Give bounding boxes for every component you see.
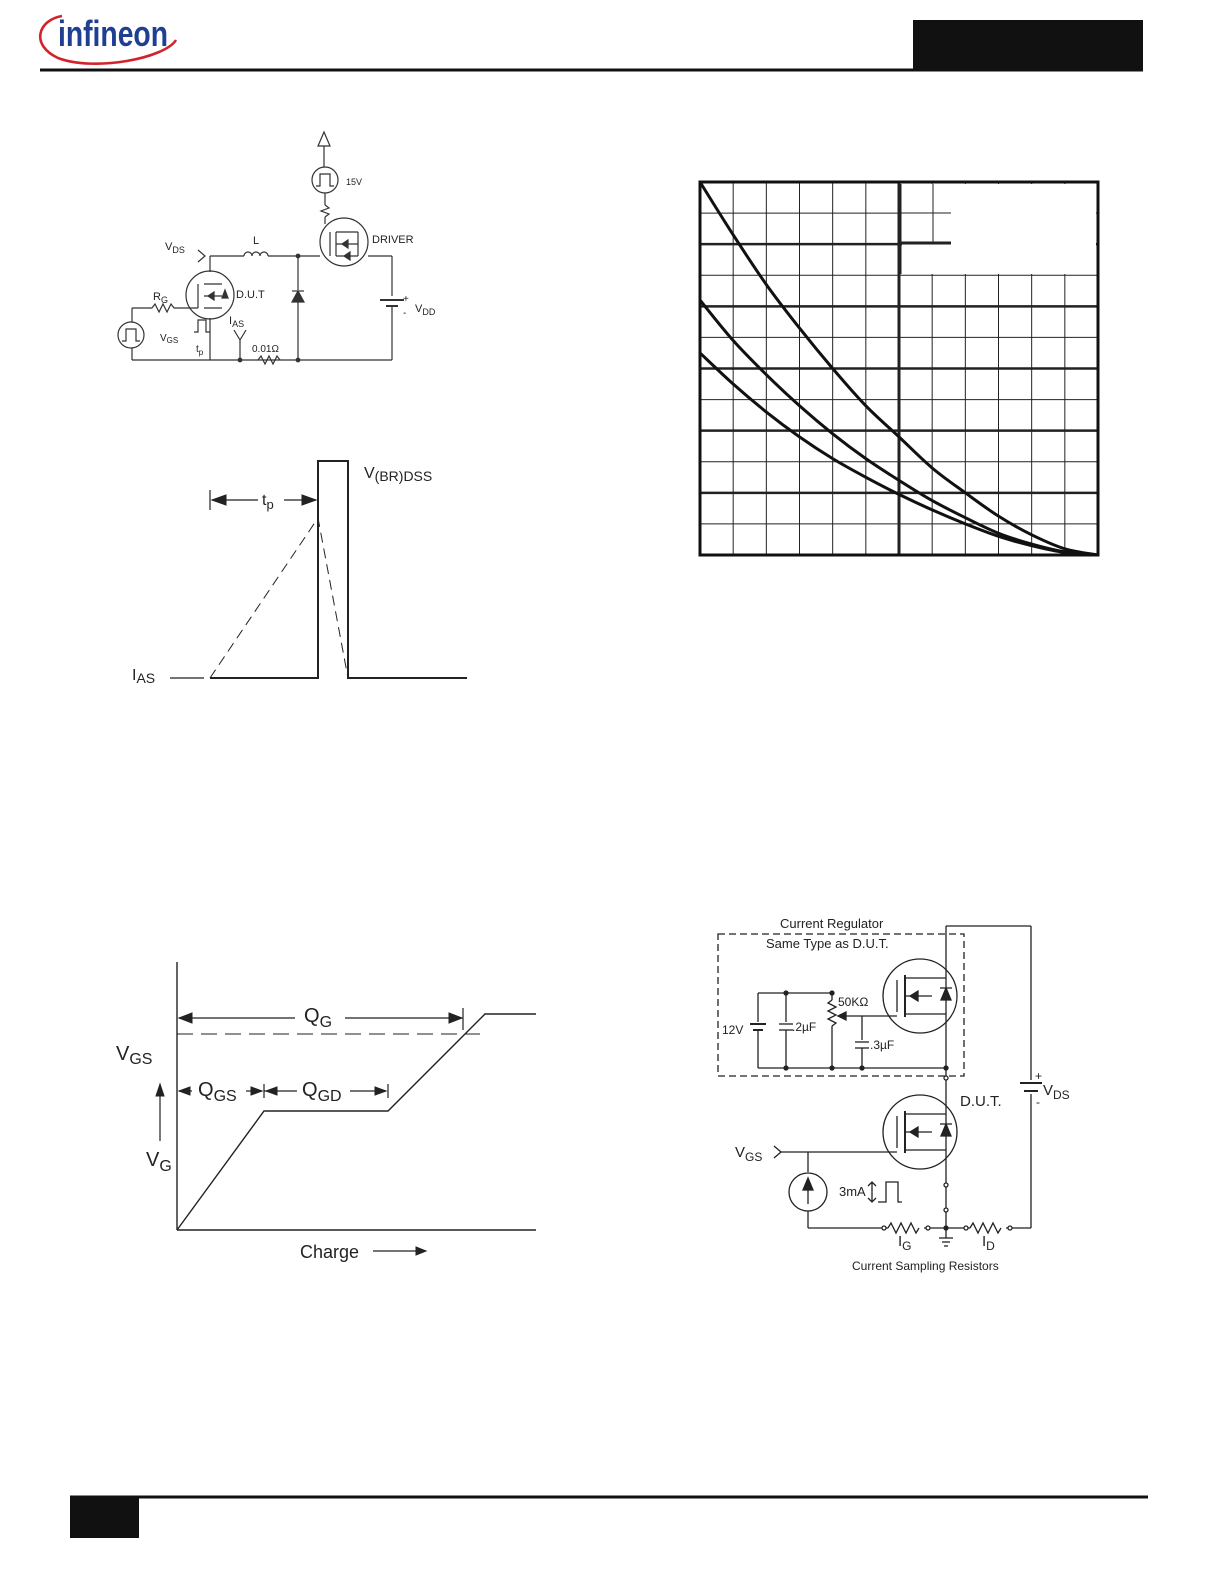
inductor-l: [243, 251, 269, 257]
energy-chart: [698, 180, 1100, 557]
vdd-label: VDD: [415, 303, 436, 317]
id-sampling-resistor: [969, 1221, 1002, 1235]
vg-trace: [176, 1013, 536, 1231]
gate-charge-test-circuit: [717, 925, 1042, 1247]
page-number-box: [70, 1497, 139, 1538]
vgs-wave-label: VGS: [116, 1043, 152, 1068]
current-3ma-label: 3mA: [839, 1184, 866, 1199]
regulator-title: Current Regulator: [780, 916, 884, 931]
sampling-resistors-caption: Current Sampling Resistors: [852, 1259, 999, 1273]
gate-resistor-rg: [151, 302, 175, 314]
chart-frame: [698, 180, 1100, 557]
vgs-gc-label: VGS: [735, 1144, 762, 1164]
tp-label: tp: [196, 344, 204, 357]
driver-mosfet: [319, 217, 369, 267]
vds-label: VDS: [165, 241, 185, 255]
qgd-label: QGD: [302, 1079, 342, 1105]
gate-charge-waveform-labels: QG VGS QGS QGD VG Charge: [116, 1005, 359, 1262]
infineon-logo: infineon: [39, 13, 178, 65]
avalanche-waveform-labels: V(BR)DSS tp IAS: [132, 465, 432, 686]
logo-text: infineon: [58, 13, 168, 54]
vdd-plus: +: [403, 294, 409, 305]
chart-series-line-2: [698, 299, 1099, 557]
avalanche-test-circuit: [117, 130, 404, 366]
chart-series-line-3: [698, 351, 1099, 557]
cap-03uf-label: .3µF: [870, 1038, 894, 1052]
shunt-resistor: [257, 354, 281, 366]
dut-label: D.U.T: [236, 289, 265, 301]
vgs-label: VGS: [160, 333, 178, 345]
tp-wave-label: tp: [262, 492, 274, 512]
vbr-label: V(BR)DSS: [364, 465, 432, 484]
potentiometer-50k: [826, 999, 838, 1027]
avalanche-circuit-labels: 15V DRIVER VDS L D.U.T RG IAS VGS tp 0.0…: [153, 177, 436, 357]
ig-sampling-resistor: [887, 1221, 920, 1235]
source-voltage-label: 15V: [346, 177, 362, 187]
vdd-minus: -: [403, 308, 406, 319]
dut-gc-label: D.U.T.: [960, 1093, 1002, 1110]
freewheel-diode: [290, 289, 306, 303]
shunt-label: 0.01Ω: [252, 344, 279, 355]
pot-50k-label: 50KΩ: [838, 995, 868, 1009]
vg-wave-label: VG: [146, 1149, 172, 1175]
regulator-subtitle: Same Type as D.U.T.: [766, 936, 889, 951]
vds-plus: +: [1035, 1069, 1042, 1083]
cap-02uf-label: .2µF: [792, 1020, 816, 1034]
driver-pulse-source: [311, 166, 339, 194]
driver-label: DRIVER: [372, 234, 414, 246]
regulator-dashed-box: [717, 933, 965, 1077]
battery-12v-label: 12V: [722, 1023, 743, 1037]
vds-gc-label: VDS: [1043, 1082, 1070, 1102]
waveform-trace: [210, 460, 467, 679]
ig-label: IG: [898, 1233, 912, 1253]
gate-pulse-source: [117, 321, 145, 349]
inductor-label: L: [253, 235, 259, 247]
logo-swoosh: [39, 14, 178, 65]
rg-label: RG: [153, 291, 168, 305]
id-label: ID: [982, 1233, 995, 1253]
ias-label: IAS: [229, 315, 244, 329]
dut-mosfet-gate-charge: [882, 1094, 958, 1170]
regulator-mosfet: [882, 958, 958, 1034]
charge-axis-label: Charge: [300, 1242, 359, 1262]
qgs-label: QGS: [198, 1079, 237, 1105]
gate-charge-waveform: [155, 962, 536, 1256]
qg-label: QG: [304, 1005, 332, 1031]
ias-wave-label: IAS: [132, 667, 155, 686]
chart-blank-patch: [902, 184, 1096, 274]
current-ramp-dashed: [209, 516, 349, 679]
gate-charge-circuit-labels: Current Regulator Same Type as D.U.T. 12…: [722, 916, 1070, 1273]
part-number-box: [913, 20, 1143, 70]
avalanche-waveform: [170, 460, 467, 679]
vds-minus: -: [1036, 1095, 1040, 1109]
chart-series-line-1: [698, 181, 1099, 557]
chart-series-group: [698, 181, 1099, 557]
